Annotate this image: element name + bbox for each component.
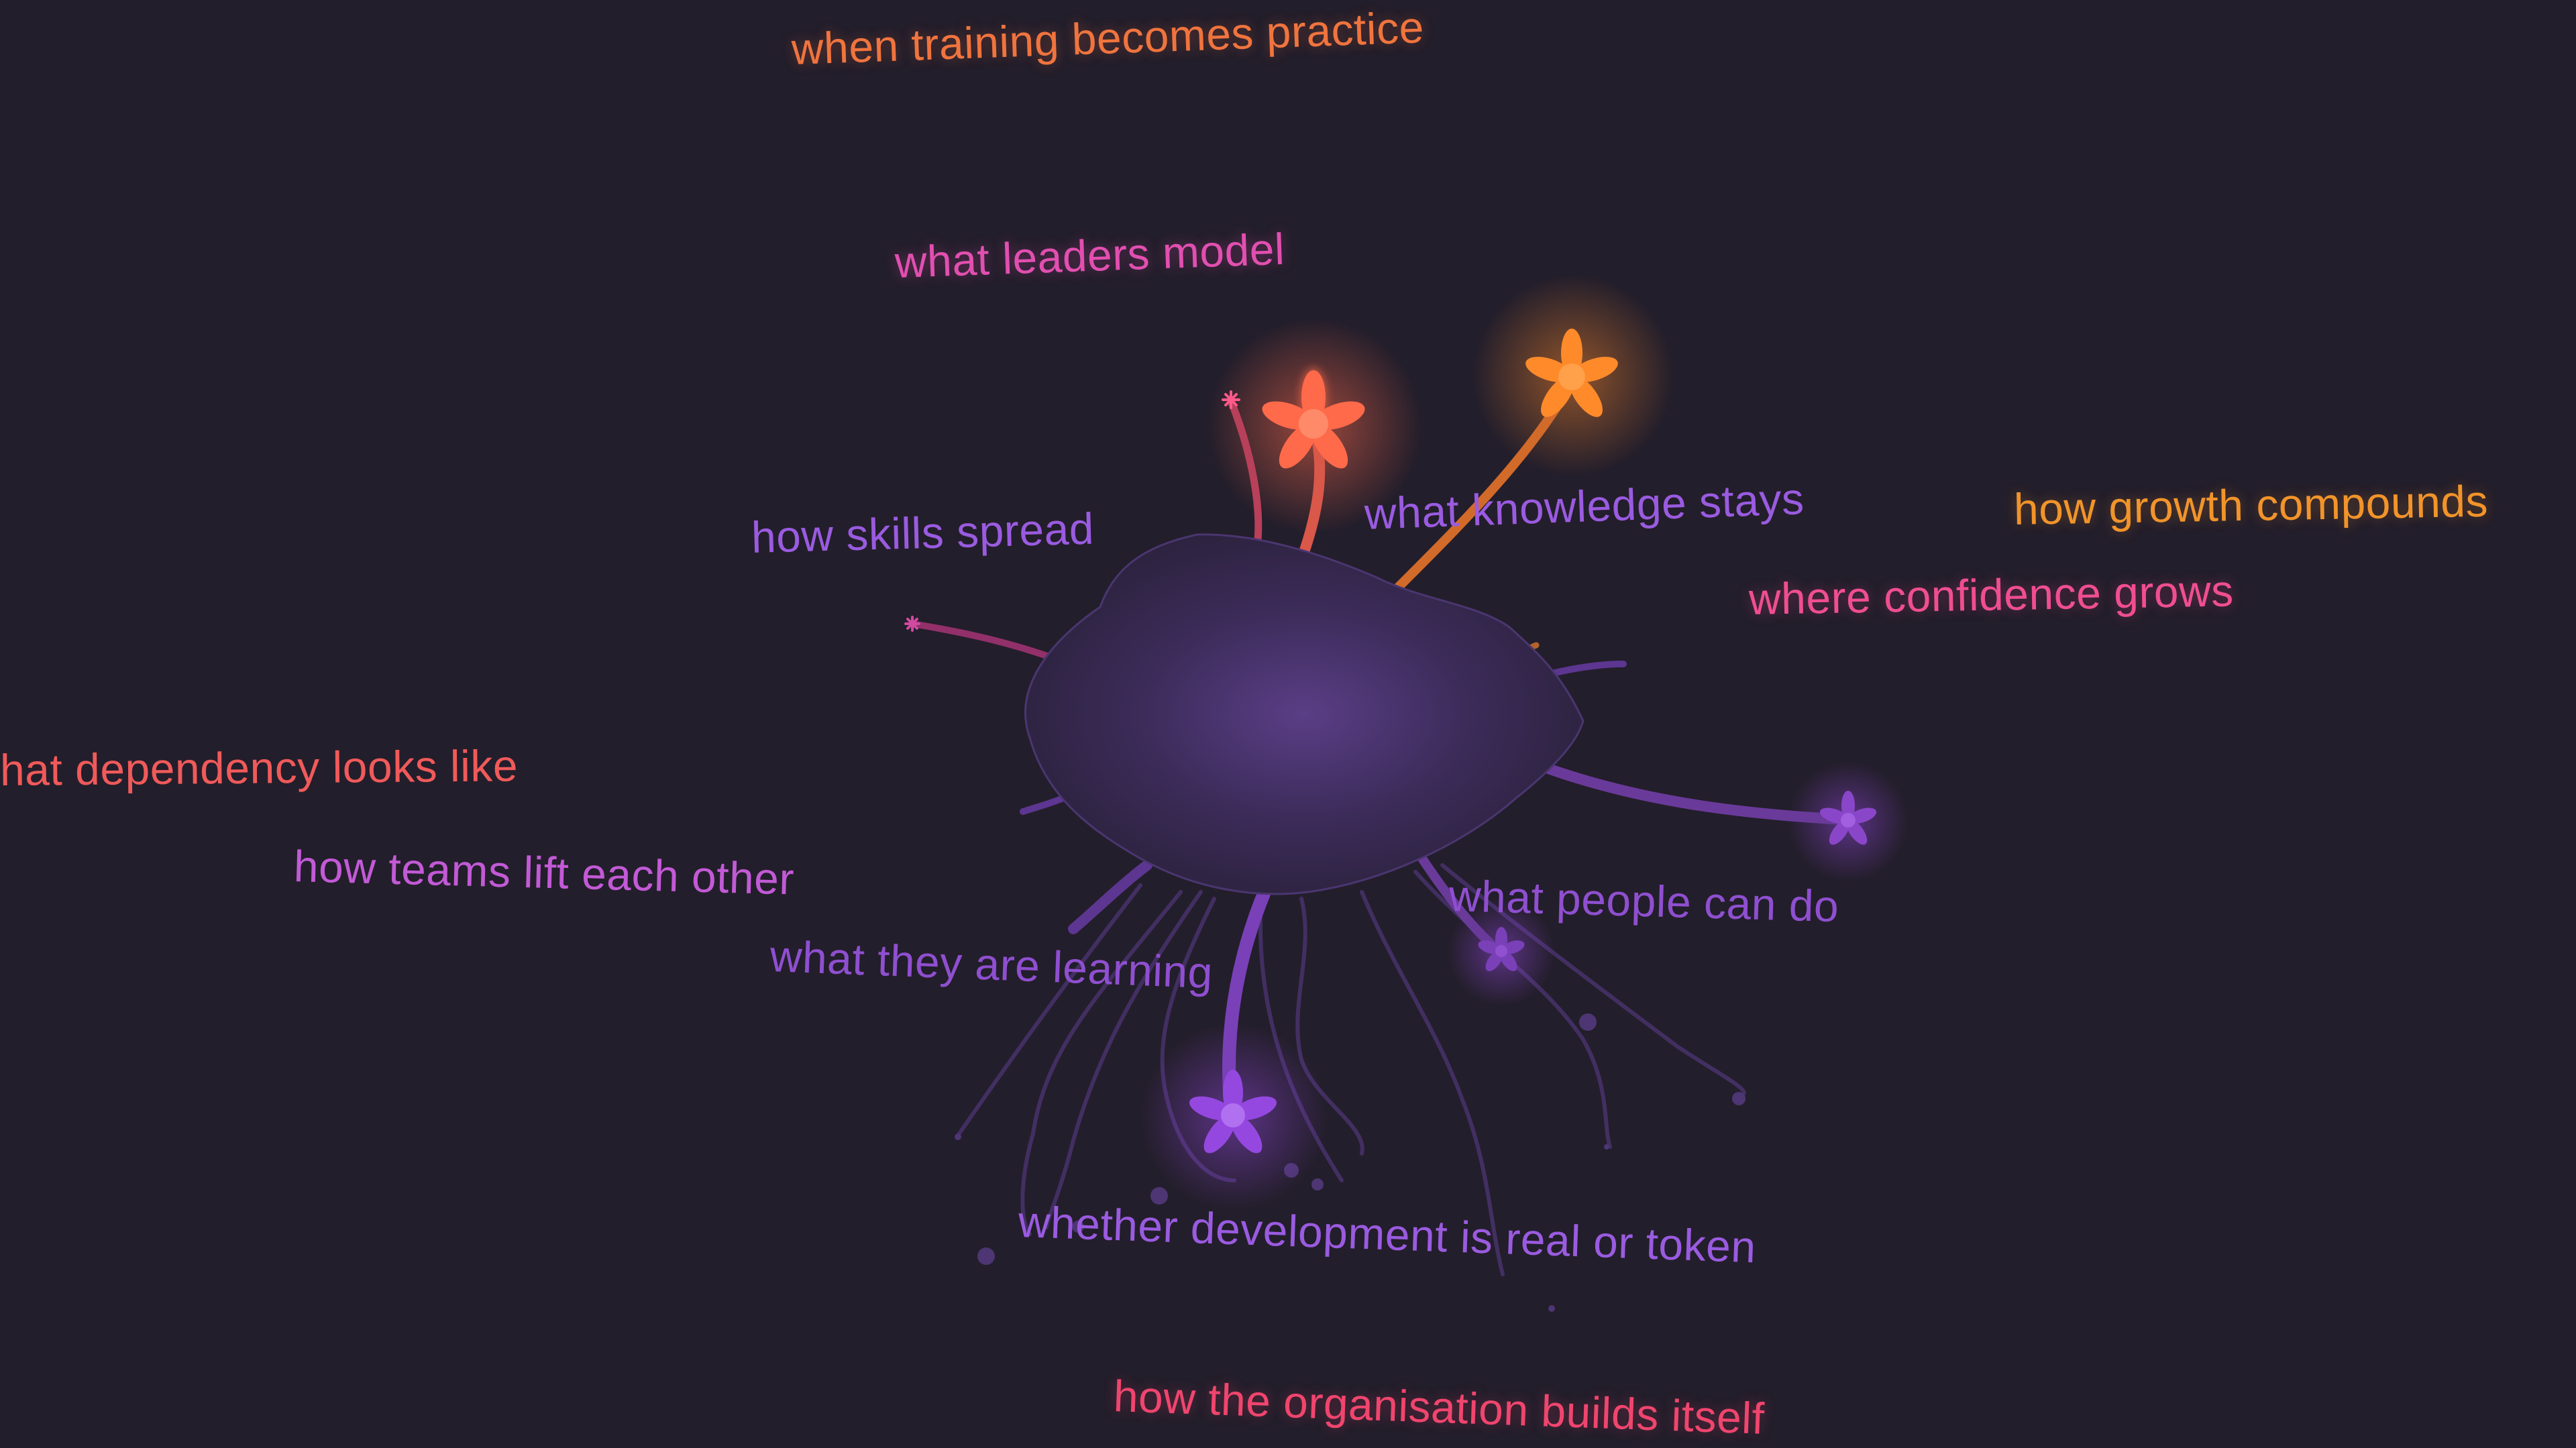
label-teams: how teams lift each other — [293, 841, 795, 904]
label-confidence: where confidence grows — [1748, 565, 2235, 624]
stem-stub-right — [1546, 661, 1627, 677]
spore-dot — [1150, 1187, 1168, 1205]
label-growth: how growth compounds — [2013, 476, 2489, 534]
stem-violet-right — [1541, 763, 1850, 825]
root-tendril — [1044, 890, 1203, 1229]
flower-violet-bottom — [1189, 1070, 1277, 1154]
spore-dot — [1604, 1144, 1609, 1150]
bud-spark-magenta — [904, 616, 920, 632]
label-skills: how skills spread — [751, 503, 1095, 562]
stem-pink — [1227, 397, 1263, 544]
spore-dot — [955, 1133, 961, 1140]
petal — [1495, 927, 1507, 951]
spore-dot — [1311, 1178, 1324, 1190]
spore-dot — [1072, 1221, 1084, 1233]
root-tendril — [957, 883, 1142, 1135]
flower-coral — [1262, 368, 1365, 469]
petal — [1223, 1070, 1243, 1115]
flower-violet-right — [1819, 791, 1877, 845]
label-dependency: hat dependency looks like — [0, 740, 519, 795]
root-tendril — [1360, 890, 1505, 1276]
petal — [1841, 791, 1855, 820]
spore-dot — [1548, 1305, 1555, 1312]
stem-magenta-left — [909, 620, 1063, 664]
flower-violet-lower — [1478, 927, 1525, 972]
root-tendril — [1020, 890, 1183, 1236]
flower-orange — [1525, 329, 1618, 417]
bud-spark-pink — [1222, 390, 1240, 409]
spore-dot — [977, 1247, 995, 1265]
spore-dot — [1579, 1013, 1597, 1031]
central-body — [1024, 533, 1585, 895]
spore-dot — [1732, 1092, 1746, 1105]
label-people: what people can do — [1448, 871, 1840, 932]
stem-stub-left — [1020, 795, 1067, 815]
stem-violet-short-left — [1068, 860, 1152, 934]
flowers — [904, 329, 1877, 1154]
